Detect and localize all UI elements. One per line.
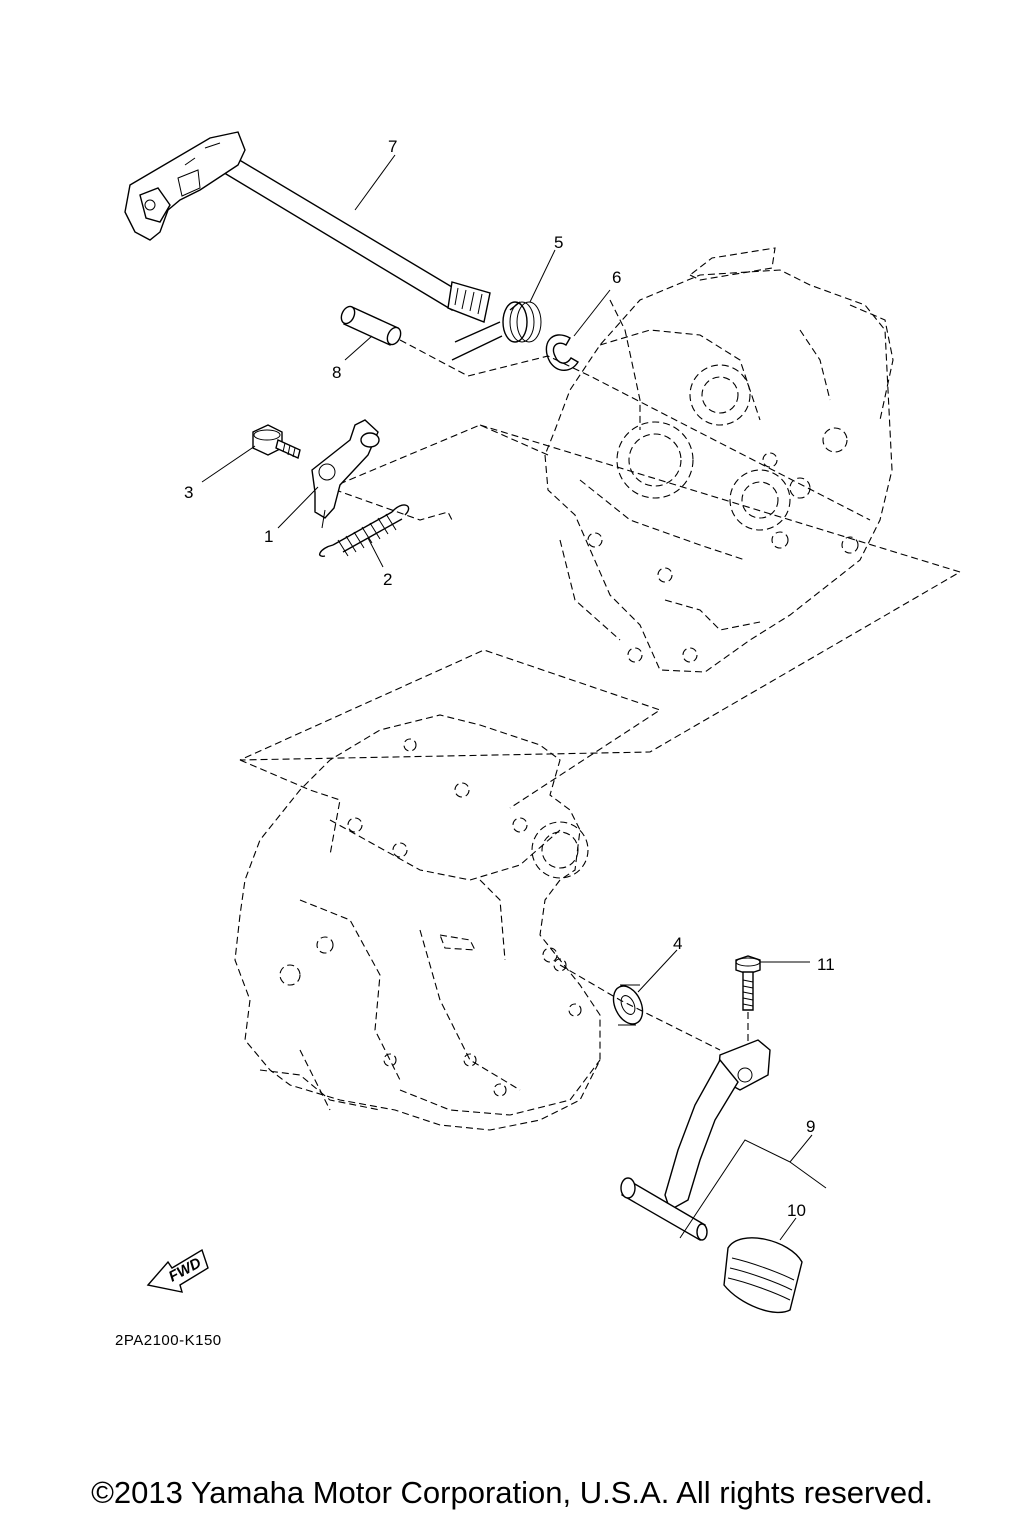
label-1: 1 (264, 527, 273, 546)
leader-2 (367, 537, 384, 568)
label-10: 10 (787, 1201, 806, 1220)
label-3: 3 (184, 483, 193, 502)
label-2: 2 (383, 570, 392, 589)
shift-pedal (620, 1039, 771, 1242)
label-4: 4 (673, 934, 682, 953)
crankcase-right (328, 247, 894, 673)
dowel-pin (340, 305, 402, 346)
fwd-arrow-icon: FWD (146, 1248, 209, 1293)
leader-5 (529, 249, 556, 303)
stopper-lever (311, 419, 380, 529)
shaft-centerline (399, 339, 871, 521)
label-7: 7 (388, 137, 397, 156)
pedal-centerline (559, 964, 749, 1051)
leader-7 (354, 154, 396, 211)
leader-10 (779, 1217, 797, 1241)
coil-spring (319, 504, 410, 557)
assembly-outline (239, 424, 962, 809)
leader-6 (573, 289, 611, 337)
torsion-spring (451, 301, 542, 361)
label-5: 5 (554, 233, 563, 252)
copyright-notice: ©2013 Yamaha Motor Corporation, U.S.A. A… (91, 1475, 933, 1510)
leader-3 (201, 445, 256, 483)
leader-9 (679, 1134, 827, 1239)
label-9: 9 (806, 1117, 815, 1136)
circlip (545, 334, 579, 371)
label-11: 11 (817, 955, 835, 974)
pedal-rubber (723, 1237, 803, 1314)
bolt-shift-pedal (735, 955, 761, 1011)
bolt (252, 424, 301, 459)
leader-4 (637, 949, 678, 993)
oil-seal (612, 984, 644, 1026)
crankcase-left (234, 714, 601, 1131)
shift-shaft (124, 131, 491, 323)
label-6: 6 (612, 268, 621, 287)
leader-8 (344, 335, 373, 361)
diagram-code: 2PA2100-K150 (115, 1332, 222, 1349)
label-8: 8 (332, 363, 341, 382)
leader-1 (277, 486, 319, 529)
